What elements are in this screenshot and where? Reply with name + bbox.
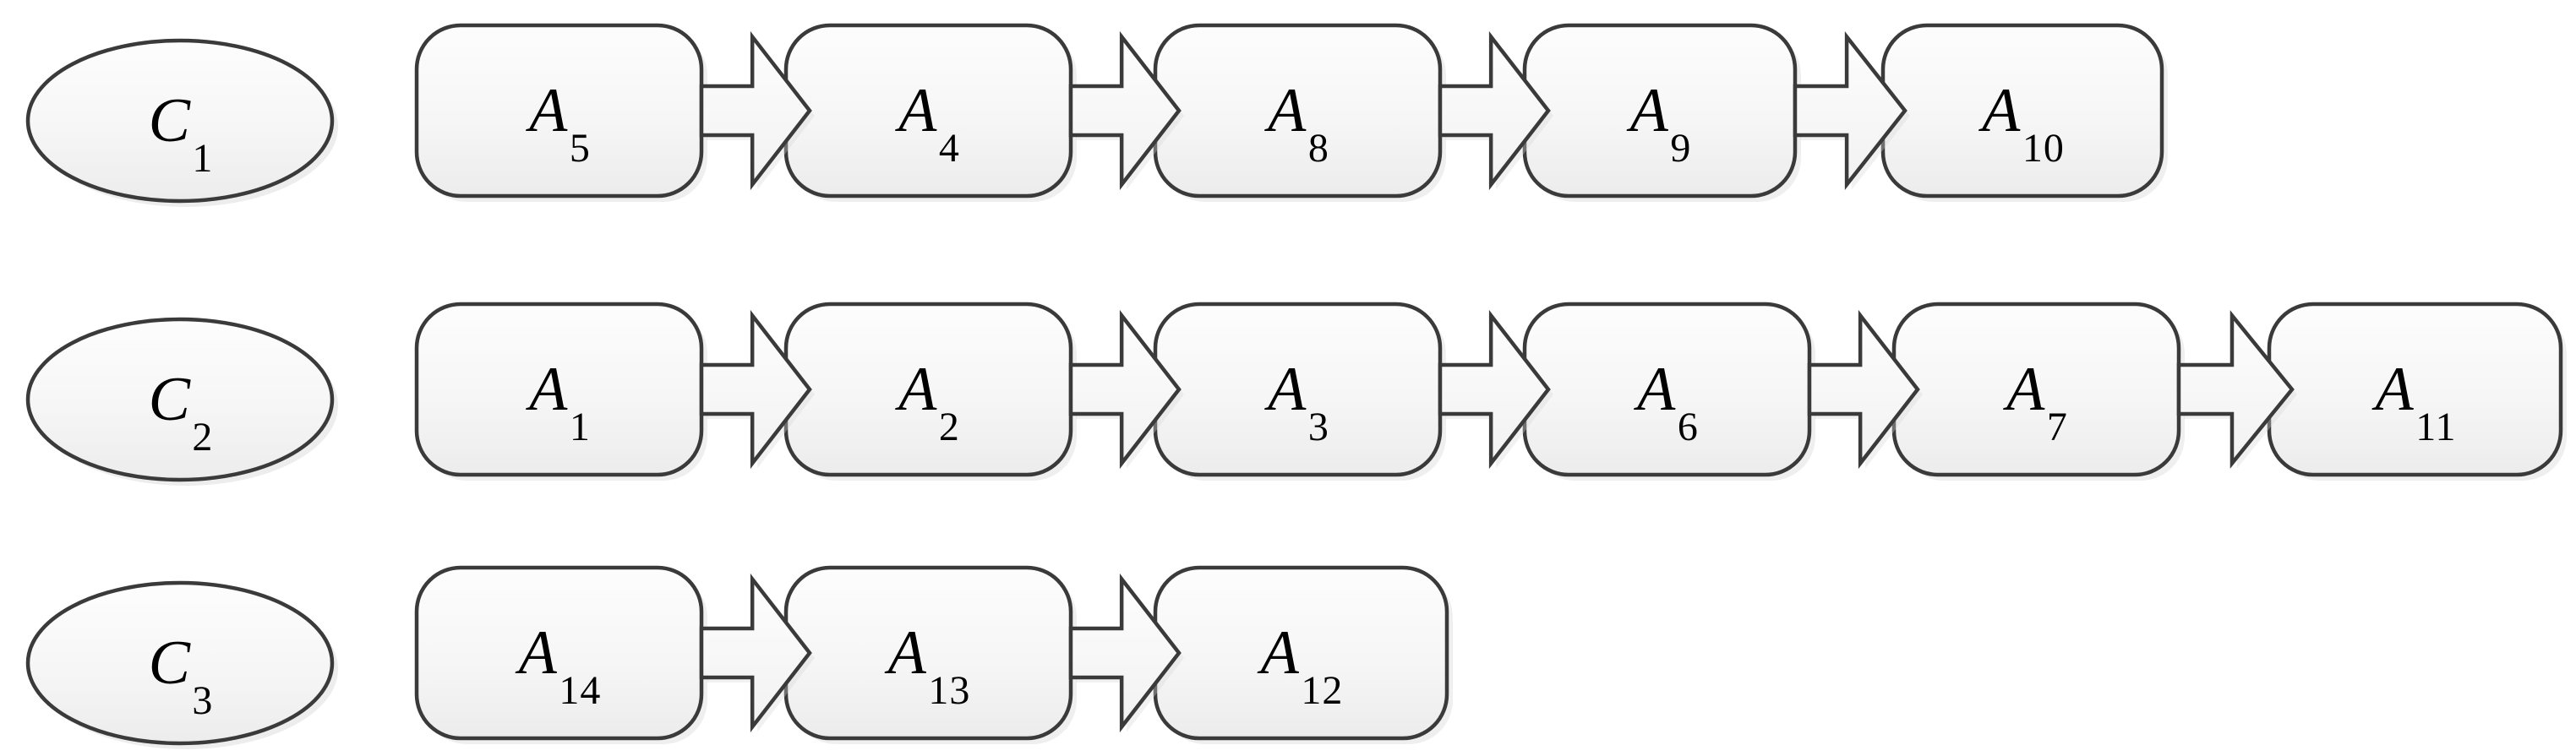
process-node-A12[interactable] (1155, 568, 1447, 738)
flow-arrow-row-1-3[interactable] (1440, 37, 1548, 185)
process-node-A11[interactable] (2269, 304, 2561, 475)
flow-arrow-row-1-4[interactable] (1795, 37, 1905, 185)
process-node-A8[interactable] (1155, 25, 1440, 196)
flow-arrow-row-2-1[interactable] (701, 316, 810, 464)
flow-arrow-row-2-5[interactable] (2179, 316, 2292, 464)
process-node-A14[interactable] (417, 568, 701, 738)
process-node-A1[interactable] (417, 304, 701, 475)
flow-arrow-row-2-4[interactable] (1809, 316, 1918, 464)
flow-arrow-row-1-1[interactable] (701, 37, 810, 185)
process-node-A3[interactable] (1155, 304, 1440, 475)
flow-arrow-row-3-1[interactable] (701, 579, 810, 727)
process-node-A2[interactable] (786, 304, 1071, 475)
cluster-node-C1[interactable] (28, 41, 332, 201)
flow-arrow-row-1-2[interactable] (1071, 37, 1179, 185)
process-node-A10[interactable] (1883, 25, 2162, 196)
cluster-node-C2[interactable] (28, 319, 332, 480)
cluster-node-C3[interactable] (28, 583, 332, 743)
process-node-A5[interactable] (417, 25, 701, 196)
process-node-A7[interactable] (1894, 304, 2179, 475)
process-node-A6[interactable] (1525, 304, 1809, 475)
process-node-A9[interactable] (1525, 25, 1795, 196)
process-node-A13[interactable] (786, 568, 1071, 738)
flow-arrow-row-2-3[interactable] (1440, 316, 1548, 464)
flow-arrow-row-3-2[interactable] (1071, 579, 1179, 727)
flow-arrow-row-2-2[interactable] (1071, 316, 1179, 464)
process-node-A4[interactable] (786, 25, 1071, 196)
